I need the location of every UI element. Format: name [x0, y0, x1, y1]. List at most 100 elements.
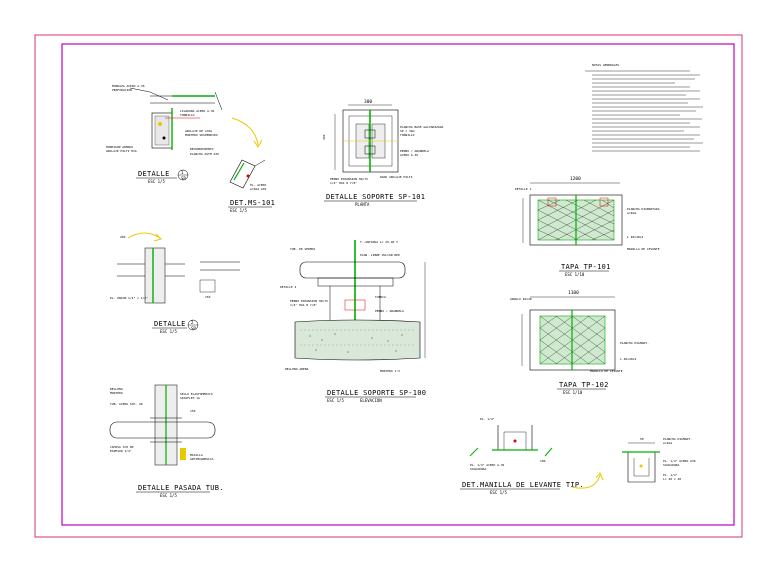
svg-text:CAMISA SCH 80: CAMISA SCH 80 — [110, 445, 134, 449]
detail-1-number: 1 — [181, 170, 184, 175]
sp101-subtitle: PLANTA — [355, 202, 370, 207]
notes-heading: NOTAS GENERALES — [592, 63, 619, 67]
svg-text:ACERO A-36: ACERO A-36 — [400, 153, 418, 157]
svg-text:PL. 1/4" ACERO A36: PL. 1/4" ACERO A36 — [663, 459, 696, 463]
sp100-title: DETALLE SOPORTE SP-100 — [327, 389, 426, 397]
detail-2-number: 2 — [191, 320, 194, 325]
tp102-dim-top: 1100 — [568, 290, 579, 296]
svg-text:SOLDADURA: SOLDADURA — [663, 463, 679, 467]
manilla-scale: ESC 1/5 — [490, 490, 507, 495]
detail-sp101: 300 300 PLANCHA BASE GALVANIZADA SP = 3m… — [322, 99, 444, 207]
svg-text:ANTIMAGNESICA: ANTIMAGNESICA — [190, 457, 214, 461]
svg-text:MASILLA: MASILLA — [190, 453, 203, 457]
svg-text:PERNO EXPANSION HILTI: PERNO EXPANSION HILTI — [330, 177, 368, 181]
detail-1-sheet: SP — [181, 176, 186, 181]
svg-text:PLANCHA ASTM A36: PLANCHA ASTM A36 — [190, 152, 219, 156]
svg-text:PL. 1/4" ACERO A-36: PL. 1/4" ACERO A-36 — [470, 463, 505, 467]
svg-text:MORDAZA ACERO A-36: MORDAZA ACERO A-36 — [112, 84, 145, 88]
svg-text:300: 300 — [322, 134, 326, 140]
svg-text:PLANCHA DIAMANT.: PLANCHA DIAMANT. — [663, 437, 692, 441]
svg-text:L= 40 x 40: L= 40 x 40 — [663, 477, 681, 481]
svg-text:TORNILLO: TORNILLO — [400, 133, 415, 137]
detail-2: 200 PL. UNION 1/4" x 1/2" 150 DETALLE 2 … — [110, 232, 240, 334]
detail-ms101: PL. ACERO e=6mm A36 DET.MS-101 ESC 1/5 — [228, 159, 275, 213]
svg-text:ANGULO 40x40: ANGULO 40x40 — [510, 297, 532, 301]
svg-text:TORNILLO: TORNILLO — [180, 113, 195, 117]
detail-tp101: 1200 DETALLE 1 PLANCHA DIAMANTADA e=4mm … — [515, 176, 660, 277]
svg-text:TUERCA: TUERCA — [375, 295, 386, 299]
svg-text:ANCLAJE HILTI HVA: ANCLAJE HILTI HVA — [106, 149, 137, 153]
svg-text:ANCLAJE DE LOSA: ANCLAJE DE LOSA — [185, 129, 212, 133]
svg-text:DETALLE 2: DETALLE 2 — [280, 285, 296, 289]
detail-1-title: DETALLE — [138, 170, 170, 178]
detail-2-scale: ESC 1/5 — [160, 329, 177, 334]
detail-sp100: TUB. DE VERMOS T.-ANTINGA L= 25-40 T PLA… — [280, 240, 426, 403]
svg-text:SP = 3mm: SP = 3mm — [400, 129, 415, 133]
svg-text:RELLENO: RELLENO — [110, 387, 123, 391]
svg-text:MORTERO 1:3: MORTERO 1:3 — [380, 369, 400, 373]
detail-1: MORDAZA ACERO A-36 PERFORACION LIGADURA … — [106, 84, 263, 184]
svg-text:DETALLE 1: DETALLE 1 — [515, 187, 531, 191]
detail-pasada: RELLENO MORTERO TUB. ACERO SCH. 40 SELLO… — [109, 384, 224, 498]
svg-text:RELLENO ARENA: RELLENO ARENA — [285, 367, 309, 371]
svg-text:1/4" HAS 8 7/8": 1/4" HAS 8 7/8" — [290, 303, 317, 307]
tp101-title: TAPA TP-101 — [561, 263, 611, 271]
tp102-title: TAPA TP-102 — [559, 381, 609, 389]
svg-text:1/4" HAS 8 7/8": 1/4" HAS 8 7/8" — [330, 181, 357, 185]
svg-text:MORTERO SUSPENDIDO: MORTERO SUSPENDIDO — [185, 133, 218, 137]
svg-text:PL. ACERO: PL. ACERO — [250, 183, 266, 187]
svg-text:RECUBRIMIENTO: RECUBRIMIENTO — [190, 147, 214, 151]
svg-text:PL. 1/4": PL. 1/4" — [663, 473, 678, 477]
sp101-dim-top: 300 — [364, 99, 372, 105]
svg-text:150: 150 — [205, 295, 211, 299]
general-notes: NOTAS GENERALES — [585, 63, 703, 152]
svg-text:SOLDADURA: SOLDADURA — [470, 467, 486, 471]
svg-text:PLANCHA DIAMANT.: PLANCHA DIAMANT. — [620, 341, 649, 345]
sp100-subtitle: ELEVACION — [360, 398, 382, 403]
svg-text:PLAN. LIBRE VULCAN RED: PLAN. LIBRE VULCAN RED — [360, 253, 400, 257]
sp101-title: DETALLE SOPORTE SP-101 — [326, 193, 425, 201]
svg-text:L 40x40x4: L 40x40x4 — [620, 357, 636, 361]
svg-text:150: 150 — [190, 409, 196, 413]
inner-frame — [61, 43, 735, 526]
pasada-scale: ESC 1/5 — [160, 493, 177, 498]
svg-text:TUB. ACERO SCH. 40: TUB. ACERO SCH. 40 — [110, 402, 143, 406]
detail-1-scale: ESC 1/5 — [148, 179, 165, 184]
detail-2-sheet: SP — [191, 326, 196, 331]
svg-text:100: 100 — [540, 459, 546, 463]
svg-text:PLANCHA DIAMANTADA: PLANCHA DIAMANTADA — [627, 207, 660, 211]
svg-text:PL. 1/4": PL. 1/4" — [480, 417, 495, 421]
manilla-title: DET.MANILLA DE LEVANTE TIP. — [462, 481, 584, 489]
detail-manilla: PL. 1/4" PL. 1/4" ACERO A-36 SOLDADURA 1… — [460, 417, 696, 495]
svg-text:MANILLA DE LEVANTE: MANILLA DE LEVANTE — [590, 369, 623, 373]
tp102-scale: ESC 1/10 — [563, 390, 583, 395]
svg-text:T.-ANTINGA L= 25-40 T: T.-ANTINGA L= 25-40 T — [360, 240, 398, 244]
svg-text:PLANCHA BASE GALVANIZADA: PLANCHA BASE GALVANIZADA — [400, 125, 444, 129]
svg-text:L 40x40x4: L 40x40x4 — [627, 235, 643, 239]
svg-text:HORMIGON ARMADO: HORMIGON ARMADO — [106, 145, 133, 149]
detail-tp102: 1100 ANGULO 40x40 PLANCHA DIAMANT. L 40x… — [510, 290, 649, 395]
svg-text:50: 50 — [640, 437, 644, 441]
svg-text:DADO ANCLAJE HILTI: DADO ANCLAJE HILTI — [380, 175, 413, 179]
ms101-scale: ESC 1/5 — [230, 208, 247, 213]
svg-text:e=4mm: e=4mm — [627, 211, 636, 215]
svg-text:PERFORACION: PERFORACION — [112, 88, 132, 92]
svg-text:LIGADURA ACERO A-36: LIGADURA ACERO A-36 — [180, 109, 215, 113]
pasada-title: DETALLE PASADA TUB. — [138, 484, 224, 492]
svg-text:200: 200 — [120, 235, 126, 239]
svg-text:MORTERO: MORTERO — [110, 391, 123, 395]
svg-text:e=6mm A36: e=6mm A36 — [250, 187, 266, 191]
svg-text:PL. UNION 1/4" x 1/2": PL. UNION 1/4" x 1/2" — [110, 296, 148, 300]
svg-text:PERNO / ARANDELA: PERNO / ARANDELA — [375, 309, 404, 313]
tp101-scale: ESC 1/10 — [565, 272, 585, 277]
outer-frame — [34, 34, 743, 538]
sp100-scale: ESC 1/5 — [327, 398, 344, 403]
svg-text:SIKAFLEX 1A: SIKAFLEX 1A — [180, 396, 200, 400]
ms101-title: DET.MS-101 — [230, 199, 275, 207]
svg-text:PERNO EXPANSION HILTI: PERNO EXPANSION HILTI — [290, 299, 328, 303]
tp101-dim-top: 1200 — [570, 176, 581, 182]
svg-text:e=4mm: e=4mm — [663, 441, 672, 445]
svg-text:SELLO ELASTOMERICO: SELLO ELASTOMERICO — [180, 392, 213, 396]
detail-2-title: DETALLE — [154, 320, 186, 328]
